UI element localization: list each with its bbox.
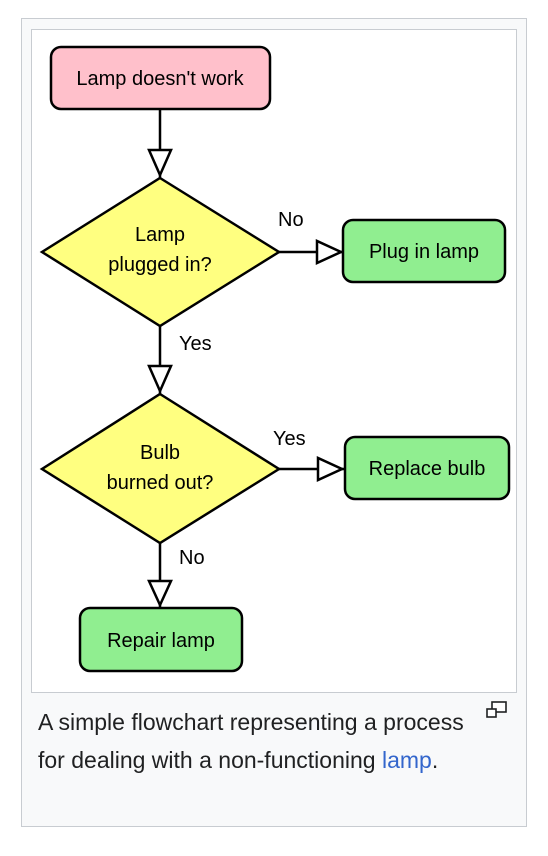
edge-label-q2-yes: Yes	[273, 428, 306, 450]
caption-text-end: .	[431, 747, 439, 773]
decision-node-burned-out	[39, 392, 282, 545]
caption-link-lamp[interactable]: lamp	[381, 747, 432, 773]
flowchart-image[interactable]: Lamp doesn't work Lamp plugged in? Plug …	[31, 29, 517, 693]
decision-2-label-line2: burned out?	[107, 472, 214, 494]
action-2-label: Replace bulb	[369, 458, 486, 480]
action-node-repair-lamp	[78, 606, 244, 673]
arrowhead-q1-to-q2	[147, 364, 173, 395]
start-node-label: Lamp doesn't work	[76, 68, 244, 90]
arrowhead-q1-to-a1	[315, 239, 345, 265]
figure-frame: Lamp doesn't work Lamp plugged in? Plug …	[21, 18, 527, 827]
arrowhead-start-to-q1	[147, 148, 173, 179]
figure-caption: A simple flowchart representing a proces…	[38, 703, 478, 779]
caption-text: A simple flowchart representing a proces…	[38, 709, 464, 773]
enlarge-icon	[486, 701, 507, 718]
edge-label-q2-no: No	[179, 547, 205, 569]
decision-1-label-line1: Lamp	[135, 224, 185, 246]
action-1-label: Plug in lamp	[369, 241, 479, 263]
arrowhead-q2-to-a2	[316, 456, 346, 482]
arrowhead-q2-to-a3	[147, 579, 173, 609]
action-node-replace-bulb	[343, 435, 511, 501]
edge-label-q1-yes: Yes	[179, 333, 212, 355]
decision-1-label-line2: plugged in?	[108, 254, 211, 276]
edge-label-q1-no: No	[278, 209, 304, 231]
action-3-label: Repair lamp	[107, 630, 215, 652]
decision-node-plugged-in	[39, 176, 282, 328]
start-node	[49, 45, 272, 111]
flowchart-diagram: Lamp doesn't work Lamp plugged in? Plug …	[39, 45, 511, 673]
action-node-plug-in-lamp	[341, 218, 507, 284]
magnify-clip-icon[interactable]	[484, 700, 510, 722]
decision-2-label-line1: Bulb	[140, 442, 180, 464]
